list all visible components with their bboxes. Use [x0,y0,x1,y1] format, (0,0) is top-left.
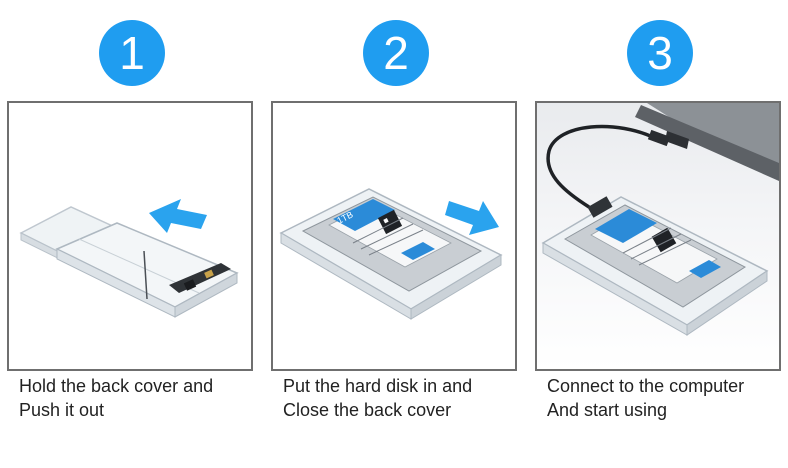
step-number-badge: 2 [363,20,429,86]
caption-line-1: Connect to the computer [547,376,745,396]
connected-to-laptop-illustration [541,103,779,336]
step-caption: Connect to the computer And start using [547,374,783,422]
step-1: 1 Hold the back cover and Push it out [7,0,255,468]
step-number-badge: 1 [99,20,165,86]
step-number-badge: 3 [627,20,693,86]
caption-line-1: Put the hard disk in and [283,376,473,396]
step-caption: Put the hard disk in and Close the back … [283,374,519,422]
caption-line-1: Hold the back cover and [19,376,214,396]
caption-line-2: Push it out [19,400,105,420]
disk-in-enclosure-illustration: 1TB [279,188,503,320]
step-image-frame: 1TB [271,101,517,371]
step-image-frame [7,101,253,371]
step-3: 3 Connect to the comput [535,0,783,468]
step-caption: Hold the back cover and Push it out [19,374,255,422]
empty-enclosure-illustration [19,199,239,318]
step-image-frame [535,101,781,371]
step-2: 2 1TB Put the hard disk in and Clo [271,0,519,468]
caption-line-2: And start using [547,400,668,420]
caption-line-2: Close the back cover [283,400,452,420]
